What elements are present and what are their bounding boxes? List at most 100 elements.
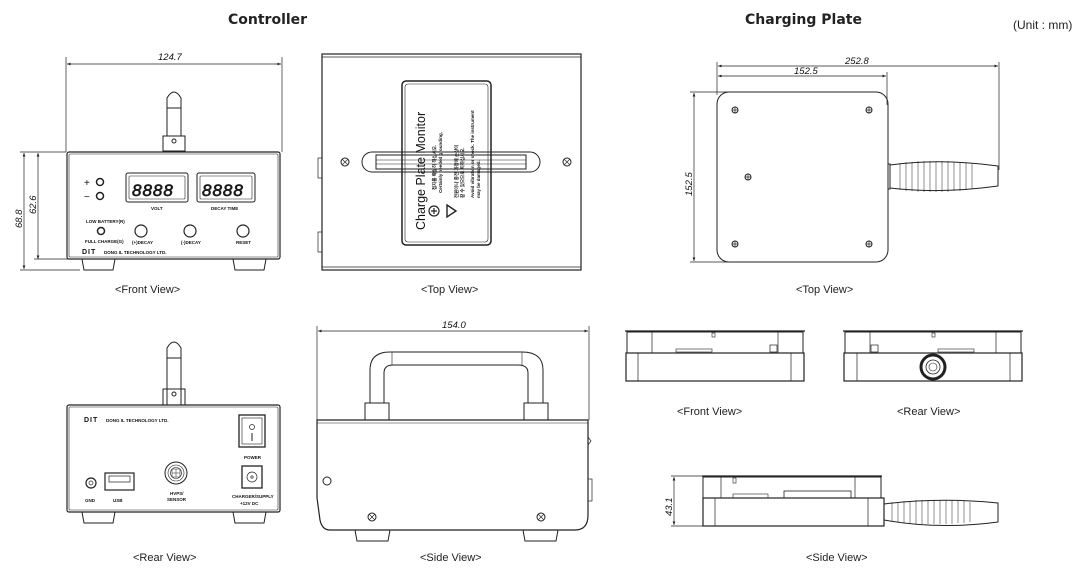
plate-rear-view [843, 330, 1023, 382]
foot [81, 258, 116, 271]
length-dim-label: 154.0 [442, 320, 466, 331]
controller-body [66, 151, 281, 260]
plate-outline [716, 91, 889, 263]
handle [361, 151, 541, 173]
decay-display [196, 172, 256, 203]
width-dimension [65, 57, 283, 152]
dc-jack [241, 465, 263, 489]
unit-note: (Unit : mm) [1013, 18, 1073, 32]
brand-logo: DIT [82, 249, 96, 256]
screw-icon [744, 173, 752, 181]
plus-decay-button [134, 224, 148, 238]
charger-label-2: +12V DC [240, 501, 259, 506]
minus-label: − [84, 192, 90, 203]
label-line-3: 전원이나 충전 과정에 손상이 [453, 145, 460, 198]
decay-digits: 8888 [202, 181, 244, 200]
plate-width-dim-label: 152.5 [794, 66, 818, 77]
controller-rear-view: DIT DONG IL TECHNOLOGY LTD. POWER CHARGE… [66, 341, 281, 524]
vent-hole [322, 476, 332, 486]
plate-height-dim-label: 152.5 [684, 172, 695, 196]
controller-side-view-caption: <Side View> [420, 552, 482, 564]
decay-time-label: DECAY TIME [211, 206, 238, 211]
plus-decay-label: (+)DECAY [132, 240, 153, 245]
foot [232, 511, 267, 524]
foot [232, 258, 267, 271]
warning-triangle-icon [446, 203, 458, 219]
label-line-4: 갈 수 있으므로 피하십시오. [459, 147, 466, 198]
plus-label: + [84, 178, 90, 189]
width-dim-label: 124.7 [158, 52, 182, 63]
side-height-dim-label: 43.1 [664, 498, 675, 517]
rear-body [66, 404, 281, 513]
plus-terminal-icon [95, 177, 105, 187]
low-battery-label: LOW BATTERY(R) [86, 219, 125, 224]
reset-label: RESET [236, 240, 251, 245]
label-line-2: Certainly needed grounding. [438, 132, 443, 193]
grip-handle [883, 499, 999, 527]
label-title: Charge Plate Monitor [414, 112, 428, 230]
controller-rear-view-caption: <Rear View> [133, 552, 197, 564]
plate-front-view [625, 330, 805, 382]
handle [364, 351, 549, 421]
usb-label: USB [113, 498, 123, 503]
volt-display [125, 172, 189, 203]
ground-icon [428, 205, 440, 217]
screw-icon [865, 240, 873, 248]
foot [81, 511, 116, 524]
plate-side-view: 43.1 [664, 475, 999, 527]
screw-icon [562, 157, 572, 167]
screw-icon [731, 106, 739, 114]
hvps-label-1: HVPS/ [170, 491, 184, 496]
length-dimension [316, 326, 590, 420]
volt-digits: 8888 [132, 181, 174, 200]
warning-label-panel [401, 80, 492, 246]
plate-side-view-caption: <Side View> [806, 552, 868, 564]
controller-title: Controller [228, 12, 308, 28]
minus-decay-button [183, 224, 197, 238]
screw-icon [731, 240, 739, 248]
height-total-dim-label: 68.8 [14, 209, 25, 228]
plate-front-view-caption: <Front View> [677, 406, 743, 418]
brand-logo: DIT [84, 417, 98, 424]
gnd-terminal-icon [85, 477, 97, 489]
antenna-icon [162, 91, 186, 152]
hvps-connector-icon [164, 461, 188, 485]
company-name: DONG IL TECHNOLOGY LTD. [104, 250, 167, 255]
plate-dimensions [690, 62, 1000, 263]
side-body [316, 419, 589, 531]
charger-label-1: CHARGER/SUPPLY [232, 494, 274, 499]
height-body-dim-label: 62.6 [28, 195, 39, 214]
screw-icon [367, 512, 377, 522]
controller-front-view: 124.7 68.8 62.6 + − 8888 [14, 52, 283, 271]
full-charge-label: FULL CHARGE(G) [85, 239, 124, 244]
power-switch [238, 414, 266, 448]
minus-terminal-icon [95, 191, 105, 201]
screw-icon [536, 512, 546, 522]
plate-top-view: 252.8 152.5 152.5 [684, 56, 1000, 263]
plate-rear-view-caption: <Rear View> [897, 406, 961, 418]
label-line-5: Avoid vibration or shock. The instrument [470, 110, 475, 198]
controller-top-view: Charge Plate Monitor 접지를 확실히 하십시오. Certa… [317, 53, 582, 271]
power-label: POWER [244, 455, 262, 460]
antenna-icon [162, 341, 186, 406]
reset-button [236, 224, 250, 238]
handle-end-icon [919, 353, 947, 381]
status-led-icon [96, 226, 106, 236]
top-housing [321, 53, 582, 271]
hvps-label-2: SENSOR [167, 497, 187, 502]
foot [522, 529, 559, 542]
grip-handle [888, 161, 999, 192]
foot [354, 529, 391, 542]
volt-label: VOLT [151, 206, 163, 211]
label-line-1: 접지를 확실히 하십시오. [431, 145, 438, 190]
plate-top-view-caption: <Top View> [796, 284, 854, 296]
screw-icon [340, 157, 350, 167]
charging-plate-title: Charging Plate [745, 12, 862, 28]
height-dimension [20, 151, 80, 271]
minus-decay-label: (-)DECAY [181, 240, 201, 245]
controller-side-view: 154.0 [316, 320, 593, 542]
total-length-dim-label: 252.8 [844, 56, 869, 67]
controller-top-view-caption: <Top View> [421, 284, 479, 296]
company-name: DONG IL TECHNOLOGY LTD. [106, 418, 169, 423]
